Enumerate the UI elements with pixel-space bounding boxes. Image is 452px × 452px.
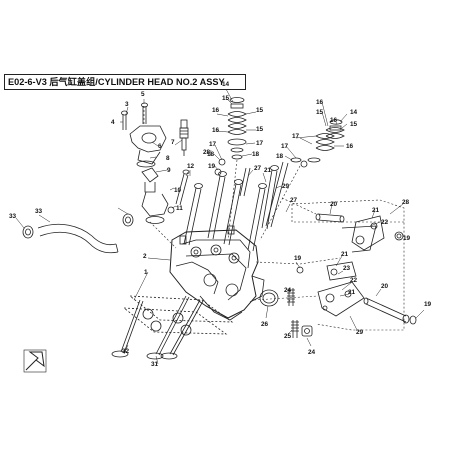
head-bolts	[183, 165, 279, 252]
callout-leaders	[15, 88, 425, 365]
callout-22-mid: 23	[343, 265, 351, 272]
callout-15-right-2: 15	[350, 121, 358, 128]
callout-19-far-right: 19	[424, 301, 432, 308]
callout-20-low: 20	[381, 283, 389, 290]
callout-22-right: 22	[381, 219, 389, 226]
cylinder-head-body	[169, 225, 265, 321]
callout-17-left-right: 17	[256, 140, 264, 147]
valves	[111, 295, 234, 360]
callout-18-left: 18	[207, 151, 215, 158]
diagram-title: E02-6-V3 后气缸盖组/CYLINDER HEAD NO.2 ASSY	[4, 74, 246, 90]
callout-10: 10	[174, 187, 182, 194]
callout-16-left-mid: 16	[212, 127, 220, 134]
callout-15-right: 15	[316, 109, 324, 116]
callout-15-left-top: 15	[222, 95, 230, 102]
callout-8: 8	[166, 155, 170, 162]
callout-26-top: 27	[254, 165, 262, 172]
intake-valve-spring-stack	[214, 97, 247, 176]
callout-17-right: 17	[281, 143, 289, 150]
callout-3: 3	[125, 101, 129, 108]
callout-21-low2: 21	[348, 289, 356, 296]
callout-4: 4	[111, 119, 115, 126]
callout-33-left: 33	[9, 213, 17, 220]
callout-15-left-right: 15	[256, 107, 264, 114]
guide-lines	[143, 106, 405, 331]
spark-plug	[179, 119, 189, 156]
callout-21-right: 21	[372, 207, 380, 214]
callout-20-top: 20	[330, 201, 338, 208]
callout-16-right-top: 16	[316, 99, 324, 106]
callout-12: 12	[187, 163, 195, 170]
rocker-arm-assemblies	[296, 213, 417, 325]
callout-31: 32	[122, 348, 130, 355]
callout-6: 6	[158, 143, 162, 150]
callout-19-mid: 19	[294, 255, 302, 262]
callout-16-right: 16	[330, 117, 338, 124]
callout-24-bottom: 25	[284, 333, 292, 340]
callout-30: 31	[151, 361, 159, 368]
callout-24-top: 24	[284, 287, 292, 294]
callout-18-right: 18	[276, 153, 284, 160]
callout-14-right: 14	[350, 109, 358, 116]
callout-28: 28	[402, 199, 410, 206]
callout-21-low: 22	[350, 277, 358, 284]
callout-9: 9	[167, 167, 171, 174]
callout-14-left: 14	[222, 81, 230, 88]
callout-21-mid: 21	[341, 251, 349, 258]
callout-7: 7	[171, 139, 175, 146]
callout-19-left: 19	[208, 163, 216, 170]
callout-32: 33	[35, 208, 43, 215]
callout-5: 5	[141, 91, 145, 98]
callout-26: 27	[290, 197, 298, 204]
callout-17-right-top: 17	[292, 133, 300, 140]
callout-labels: 3 4 5 6 7 8 9 10 11 12 33 33 2 1 32 31 1…	[9, 81, 432, 368]
callout-1: 1	[144, 269, 148, 276]
front-arrow-icon	[23, 349, 47, 373]
callout-21-top: 21	[264, 167, 272, 174]
callout-27-right: 29	[282, 183, 290, 190]
callout-18-left-right: 18	[252, 151, 260, 158]
callout-27-left: 28	[203, 149, 211, 156]
callout-25: 26	[261, 321, 269, 328]
callout-23: 24	[308, 349, 316, 356]
callout-29: 29	[356, 329, 364, 336]
callout-16-left-top: 16	[212, 107, 220, 114]
coolant-hose	[22, 213, 134, 254]
callout-16-right-bottom: 16	[346, 143, 354, 150]
callout-15-left-right2: 15	[256, 126, 264, 133]
callout-17-left: 17	[209, 141, 217, 148]
exhaust-valve-spring-stack	[265, 119, 345, 228]
callout-2: 2	[143, 253, 147, 260]
oring-and-studs	[259, 288, 313, 338]
callout-11: 11	[176, 205, 183, 212]
callout-19-right: 19	[403, 235, 411, 242]
